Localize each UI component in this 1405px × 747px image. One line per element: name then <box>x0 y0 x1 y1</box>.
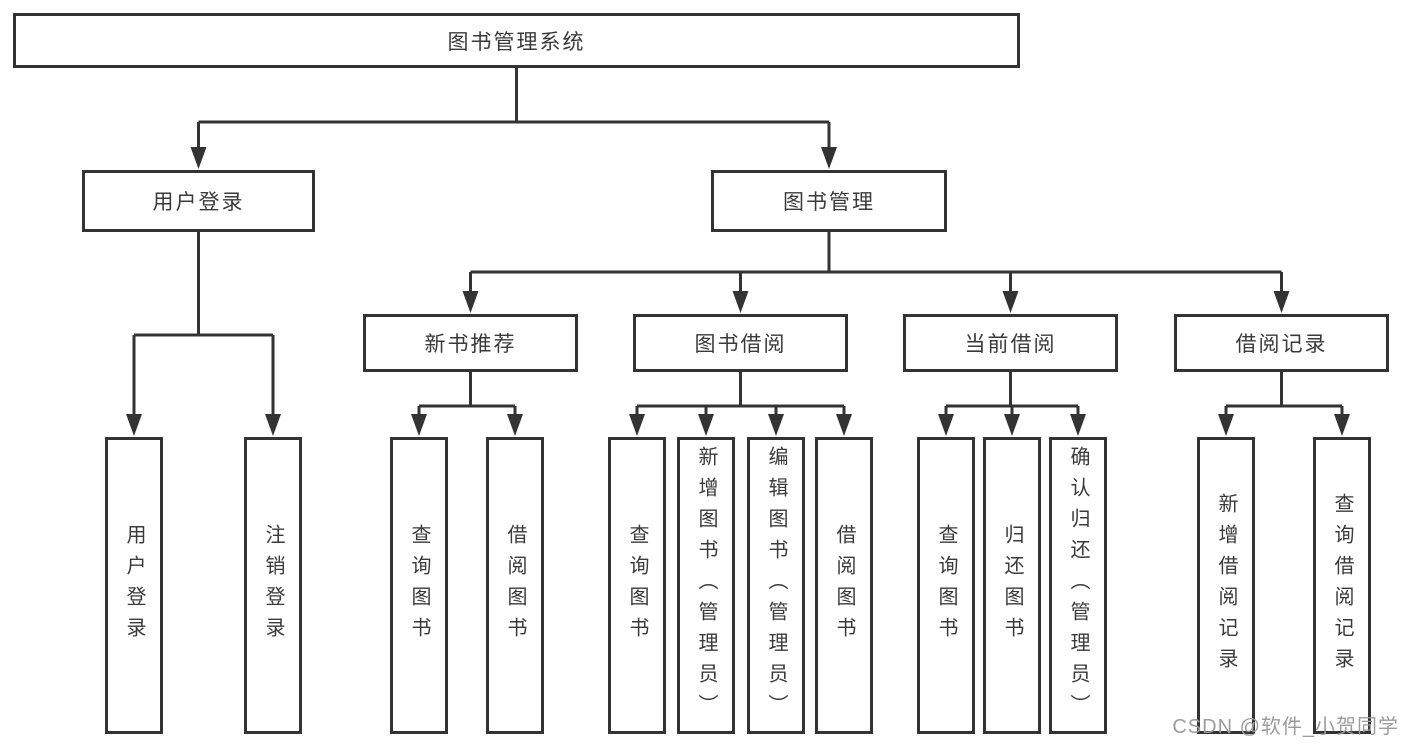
connector-records-group <box>1224 372 1344 415</box>
leaf-add-book-admin: 新增图书（管理员） <box>677 437 735 734</box>
node-book-borrowing: 图书借阅 <box>633 314 848 372</box>
node-root-system: 图书管理系统 <box>13 13 1020 68</box>
leaf-query-borrow-record: 查询借阅记录 <box>1313 437 1371 734</box>
leaf-logout-label: 注销登录 <box>262 523 284 648</box>
leaf-return-books: 归还图书 <box>983 437 1041 734</box>
leaf-edit-book-admin-label: 编辑图书（管理员） <box>765 446 787 725</box>
leaf-confirm-return-admin: 确认归还（管理员） <box>1049 437 1107 734</box>
connector-management-to-level3 <box>469 232 1283 293</box>
leaf-query-borrow-record-label: 查询借阅记录 <box>1331 492 1353 679</box>
node-borrowing-records: 借阅记录 <box>1174 314 1389 372</box>
node-root-label: 图书管理系统 <box>447 30 586 54</box>
node-new-book-recommend-label: 新书推荐 <box>424 333 517 356</box>
arrowheads-leaves <box>126 414 1350 436</box>
leaf-edit-book-admin: 编辑图书（管理员） <box>747 437 805 734</box>
leaf-query-books-borrowing: 查询图书 <box>608 437 666 734</box>
node-new-book-recommend: 新书推荐 <box>363 314 578 372</box>
leaf-query-books-recommend: 查询图书 <box>390 437 448 734</box>
csdn-watermark: CSDN @软件_小贺同学 <box>1172 716 1399 738</box>
leaf-query-books-recommend-label: 查询图书 <box>408 523 430 648</box>
connector-current-group <box>944 372 1080 415</box>
leaf-query-books-current-label: 查询图书 <box>935 523 957 648</box>
leaf-add-book-admin-label: 新增图书（管理员） <box>695 446 717 725</box>
leaf-borrow-books-recommend-label: 借阅图书 <box>504 523 526 648</box>
leaf-borrow-books-borrowing: 借阅图书 <box>815 437 873 734</box>
leaf-add-borrow-record: 新增借阅记录 <box>1197 437 1255 734</box>
connector-borrowing-group <box>635 372 846 415</box>
leaf-query-books-current: 查询图书 <box>917 437 975 734</box>
connector-login-group <box>132 232 275 415</box>
arrowheads-level3 <box>462 291 1290 313</box>
node-current-borrowing-label: 当前借阅 <box>964 333 1057 356</box>
node-book-borrowing-label: 图书借阅 <box>694 333 787 356</box>
node-book-management: 图书管理 <box>711 170 947 232</box>
leaf-logout: 注销登录 <box>244 437 302 734</box>
connector-root-to-level2 <box>197 68 831 149</box>
node-user-login: 用户登录 <box>82 170 315 232</box>
leaf-confirm-return-admin-label: 确认归还（管理员） <box>1067 446 1089 725</box>
leaf-return-books-label: 归还图书 <box>1001 523 1023 648</box>
node-book-management-label: 图书管理 <box>783 191 875 214</box>
leaf-add-borrow-record-label: 新增借阅记录 <box>1215 492 1237 679</box>
node-user-login-label: 用户登录 <box>152 191 245 214</box>
node-current-borrowing: 当前借阅 <box>903 314 1118 372</box>
arrowheads-level2 <box>190 147 837 169</box>
leaf-borrow-books-borrowing-label: 借阅图书 <box>833 523 855 648</box>
node-borrowing-records-label: 借阅记录 <box>1235 333 1328 356</box>
leaf-query-books-borrowing-label: 查询图书 <box>626 523 648 648</box>
leaf-user-login-label: 用户登录 <box>123 523 145 648</box>
leaf-borrow-books-recommend: 借阅图书 <box>486 437 544 734</box>
connector-recommend-group <box>417 372 517 415</box>
leaf-user-login: 用户登录 <box>105 437 163 734</box>
